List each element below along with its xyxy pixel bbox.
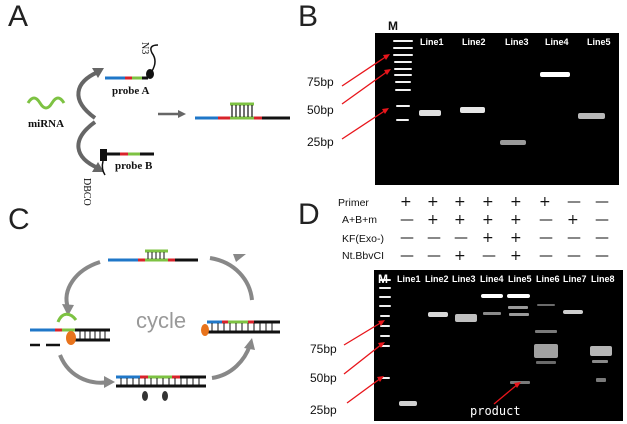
matrix-cell: — bbox=[400, 230, 414, 246]
gel-d-lane-1: Line1 bbox=[397, 274, 421, 284]
matrix-cell: — bbox=[539, 212, 553, 228]
row-label-nt: Nt.BbvCI bbox=[342, 250, 385, 262]
matrix-cell: + bbox=[454, 212, 466, 228]
probe-b-label: probe B bbox=[115, 160, 153, 172]
matrix-cell: + bbox=[427, 194, 439, 210]
matrix-cell: + bbox=[510, 212, 522, 228]
gel-b-marker: M bbox=[388, 19, 398, 33]
gel-b-bp-75: 75bp bbox=[307, 75, 334, 89]
gel-b-band-line5 bbox=[578, 113, 605, 119]
gel-b-lane-4: Line4 bbox=[545, 37, 569, 47]
matrix-cell: + bbox=[567, 212, 579, 228]
panel-letter-c: C bbox=[8, 203, 30, 236]
matrix-cell: — bbox=[400, 248, 414, 264]
gel-d-bp-25: 25bp bbox=[310, 403, 337, 417]
gel-b-band-line4 bbox=[540, 72, 570, 77]
gel-b-band-line1 bbox=[419, 110, 441, 116]
product-label: product bbox=[470, 404, 521, 418]
matrix-cell: — bbox=[454, 230, 468, 246]
matrix-cell: — bbox=[539, 248, 553, 264]
mirna-label: miRNA bbox=[28, 118, 65, 130]
row-label-abm: A+B+m bbox=[342, 214, 378, 226]
gel-b-lane-3: Line3 bbox=[505, 37, 529, 47]
matrix-cell: + bbox=[482, 194, 494, 210]
matrix-cell: + bbox=[482, 230, 494, 246]
gel-d-bp-50: 50bp bbox=[310, 371, 337, 385]
gel-b-bp-50: 50bp bbox=[307, 103, 334, 117]
panel-letter-a: A bbox=[8, 0, 29, 33]
matrix-cell: — bbox=[595, 248, 609, 264]
probe-a-label: probe A bbox=[112, 85, 150, 97]
matrix-cell: + bbox=[482, 212, 494, 228]
matrix-cell: + bbox=[510, 230, 522, 246]
matrix-cell: — bbox=[595, 194, 609, 210]
matrix-cell: — bbox=[567, 230, 581, 246]
matrix-cell: — bbox=[595, 212, 609, 228]
gel-d-bp-75: 75bp bbox=[310, 342, 337, 356]
matrix-cell: — bbox=[427, 230, 441, 246]
gel-b-lane-2: Line2 bbox=[462, 37, 486, 47]
matrix-cell: — bbox=[427, 248, 441, 264]
matrix-cell: — bbox=[567, 194, 581, 210]
gel-d-lane-2: Line2 bbox=[425, 274, 449, 284]
matrix-cell: — bbox=[400, 212, 414, 228]
gel-b-band-line2 bbox=[460, 107, 485, 113]
gel-d-lane-4: Line4 bbox=[480, 274, 504, 284]
gel-d-lane-3: Line3 bbox=[452, 274, 476, 284]
row-label-kf: KF(Exo-) bbox=[342, 233, 384, 245]
gel-d-lane-7: Line7 bbox=[563, 274, 587, 284]
matrix-cell: + bbox=[427, 212, 439, 228]
matrix-cell: + bbox=[510, 248, 522, 264]
gel-b-band-line3 bbox=[500, 140, 526, 145]
row-label-primer: Primer bbox=[338, 197, 369, 209]
matrix-cell: + bbox=[454, 194, 466, 210]
panel-letter-b: B bbox=[298, 0, 319, 33]
gel-b-lane-5: Line5 bbox=[587, 37, 611, 47]
gel-d-lane-8: Line8 bbox=[591, 274, 615, 284]
gel-b-lane-1: Line1 bbox=[420, 37, 444, 47]
matrix-cell: — bbox=[595, 230, 609, 246]
gel-d-marker: M bbox=[378, 272, 388, 286]
matrix-cell: — bbox=[482, 248, 496, 264]
matrix-cell: + bbox=[400, 194, 412, 210]
gel-b-bp-25: 25bp bbox=[307, 135, 334, 149]
matrix-cell: — bbox=[539, 230, 553, 246]
cycle-label: cycle bbox=[136, 308, 187, 333]
matrix-cell: + bbox=[539, 194, 551, 210]
gel-d-lane-6: Line6 bbox=[536, 274, 560, 284]
matrix-cell: + bbox=[454, 248, 466, 264]
matrix-cell: — bbox=[567, 248, 581, 264]
panel-letter-d: D bbox=[298, 198, 320, 231]
gel-d-lane-5: Line5 bbox=[508, 274, 532, 284]
matrix-cell: + bbox=[510, 194, 522, 210]
